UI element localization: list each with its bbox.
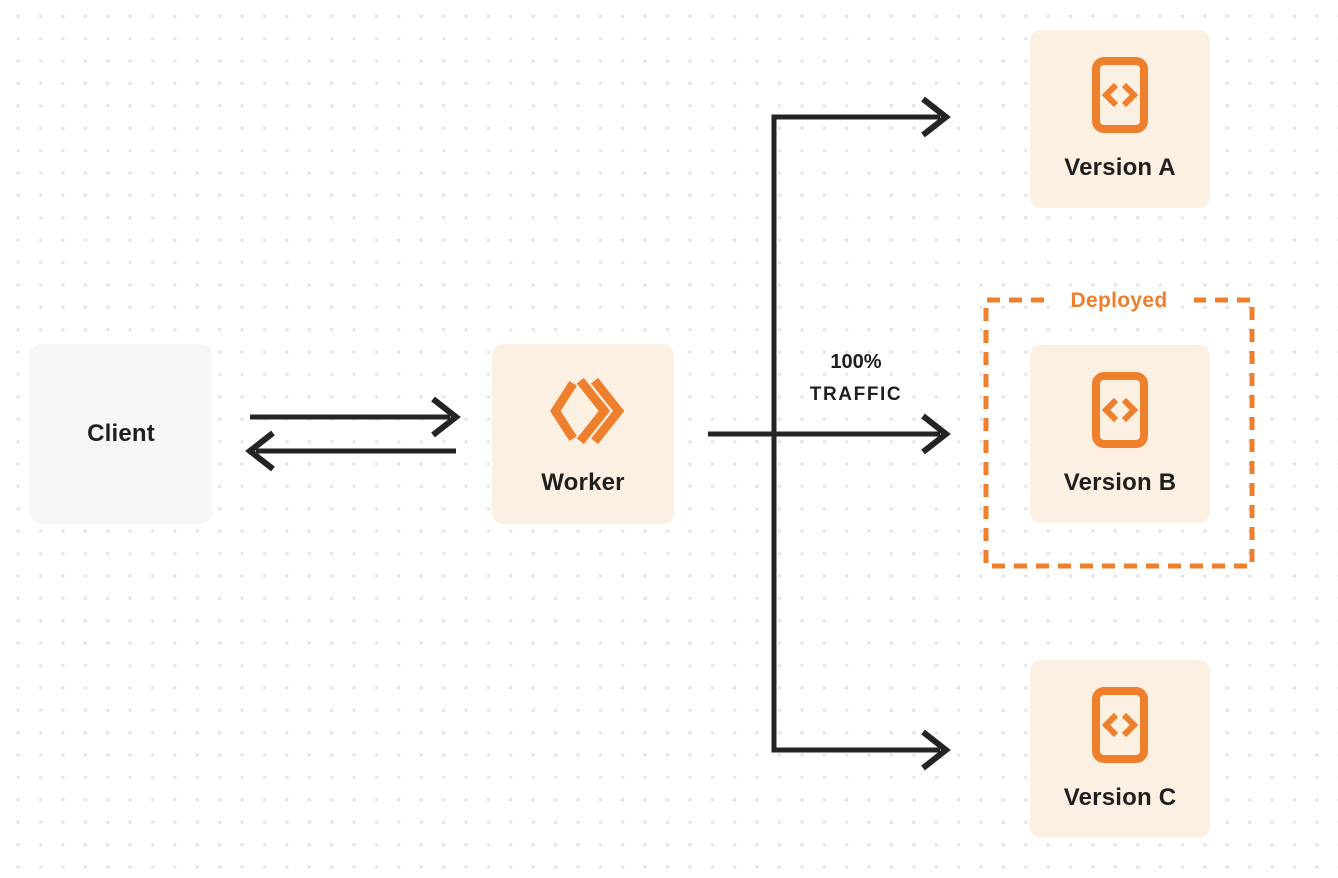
deployed-badge: Deployed <box>1070 289 1168 312</box>
client-label: Client <box>87 420 155 447</box>
node-version-a: Version A <box>1030 30 1210 208</box>
code-file-icon <box>1091 371 1149 454</box>
node-worker: Worker <box>492 344 674 524</box>
version-a-label: Version A <box>1064 154 1176 181</box>
traffic-percent: 100% <box>830 351 882 373</box>
workers-logo-icon <box>542 372 625 455</box>
traffic-annotation: 100% TRAFFIC <box>776 351 936 406</box>
worker-label: Worker <box>541 468 625 496</box>
node-version-c: Version C <box>1030 660 1210 838</box>
code-file-icon <box>1091 56 1149 139</box>
node-client: Client <box>30 344 212 524</box>
version-c-label: Version C <box>1063 784 1177 811</box>
version-b-label: Version B <box>1063 469 1177 496</box>
node-version-b: Version B <box>1030 345 1210 523</box>
traffic-word: TRAFFIC <box>809 384 903 405</box>
code-file-icon <box>1091 686 1149 769</box>
